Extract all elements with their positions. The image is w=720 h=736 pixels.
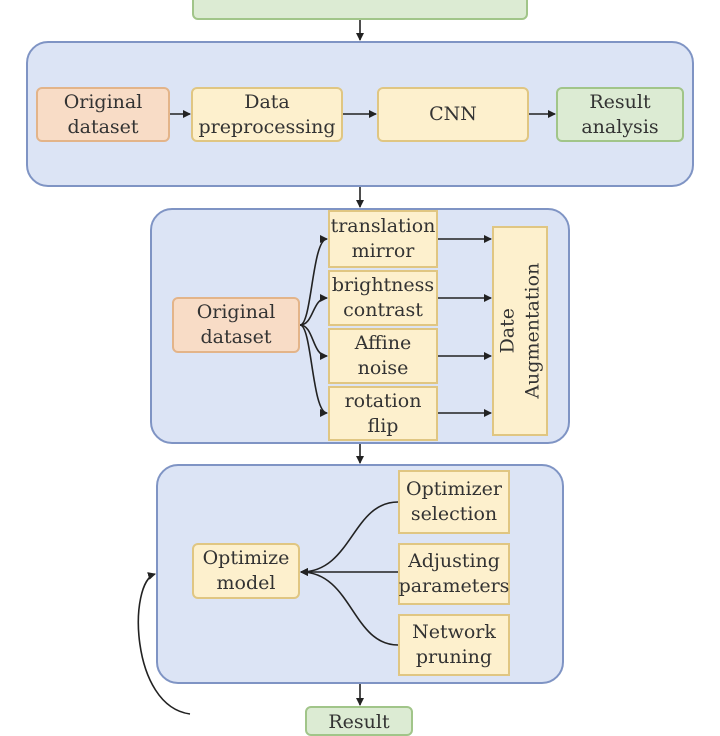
data-preprocessing-box: Data preprocessing [191, 87, 343, 142]
aug-method-rotation-flip: rotation flip [328, 386, 438, 441]
network-pruning-box: Network pruning [398, 614, 510, 676]
original-dataset-box: Original dataset [36, 87, 170, 142]
optimize-model-box: Optimize model [192, 543, 300, 599]
optimizer-selection-box: Optimizer selection [398, 470, 510, 534]
aug-method-translation-mirror: translation mirror [328, 210, 438, 268]
cnn-box: CNN [377, 87, 529, 142]
aug-original-dataset-box: Original dataset [172, 297, 300, 353]
result-analysis-box: Result analysis [556, 87, 684, 142]
date-augmentation-box: Date Augmentation [492, 226, 548, 436]
aug-method-affine-noise: Affine noise [328, 328, 438, 384]
adjusting-parameters-box: Adjusting parameters [398, 543, 510, 605]
connector-arrows [137, 20, 556, 715]
aug-method-brightness-contrast: brightness contrast [328, 270, 438, 326]
top-step-box [192, 0, 528, 20]
